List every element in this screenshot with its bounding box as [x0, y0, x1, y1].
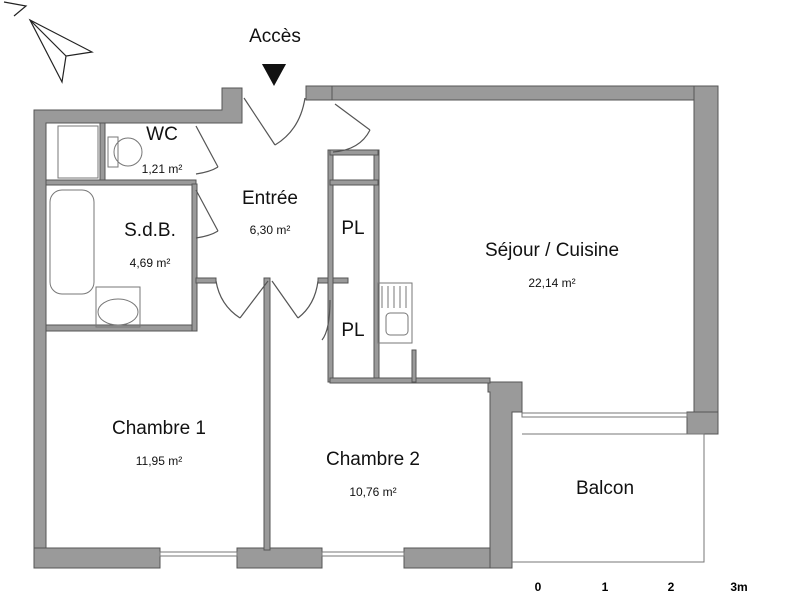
scale-0: 0	[534, 580, 542, 594]
room-sdb: S.d.B.	[124, 220, 176, 241]
room-pl-1: PL	[341, 218, 365, 239]
room-sejour-cuisine-area: 22,14 m²	[528, 276, 576, 290]
room-chambre-2: Chambre 2	[326, 449, 420, 470]
room-entree: Entrée	[242, 188, 298, 209]
room-chambre-1: Chambre 1	[112, 418, 206, 439]
walls	[33, 85, 719, 569]
room-chambre-1-area: 11,95 m²	[135, 454, 183, 468]
room-pl-2: PL	[341, 320, 365, 341]
room-wc-area: 1,21 m²	[141, 162, 183, 176]
room-wc: WC	[146, 124, 178, 145]
north-arrow-icon	[3, 1, 94, 84]
room-sejour-cuisine: Séjour / Cuisine	[484, 240, 620, 261]
access-label: Accès	[249, 26, 301, 47]
doors	[195, 97, 371, 341]
room-sdb-area: 4,69 m²	[129, 256, 171, 270]
balcony-outline	[512, 433, 705, 563]
scale-1: 1	[601, 580, 609, 594]
room-entree-area: 6,30 m²	[249, 223, 291, 237]
windows	[159, 412, 688, 557]
scale-3m: 3m	[730, 580, 748, 594]
room-chambre-2-area: 10,76 m²	[349, 485, 397, 499]
scale-2: 2	[667, 580, 675, 594]
fixtures	[49, 125, 413, 344]
room-balcon: Balcon	[575, 478, 635, 499]
